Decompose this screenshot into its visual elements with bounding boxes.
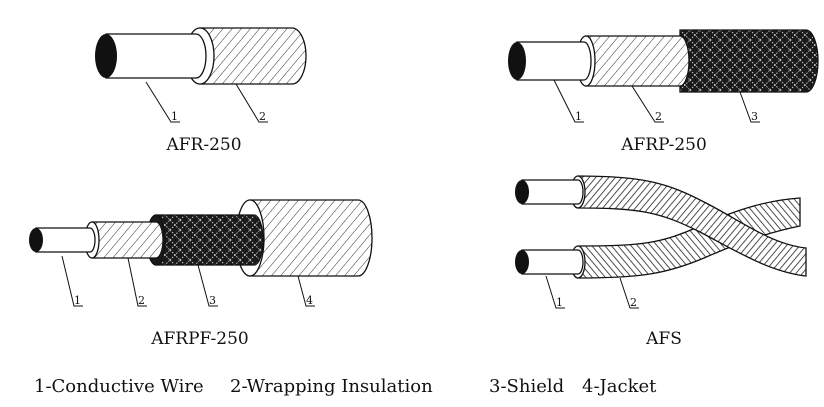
conductive-wire (105, 33, 207, 79)
caption-afrpf-250: AFRPF-250 (150, 329, 249, 349)
cable-afrp-250: 1 2 3 AFRP-250 (508, 29, 819, 155)
legend-item-2: 2-Wrapping Insulation (230, 376, 433, 397)
conductive-wire-upper (521, 179, 584, 205)
leader-lines (553, 79, 760, 123)
insulation-layer (199, 27, 307, 85)
part-label: 1 (74, 294, 81, 307)
cable-afr-250: 1 2 AFR-250 (95, 27, 307, 155)
insulation-strand-upper (577, 175, 807, 277)
insulation-layer (585, 35, 690, 87)
part-label: 2 (259, 110, 266, 123)
leader-lines (545, 275, 639, 309)
leader-lines (145, 81, 268, 123)
part-label: 4 (306, 294, 313, 307)
caption-afrp-250: AFRP-250 (620, 135, 707, 155)
insulation-layer (91, 221, 164, 259)
jacket-layer (249, 199, 373, 277)
caption-afs: AFS (645, 329, 682, 349)
conductive-wire (35, 227, 96, 253)
legend-item-3: 3-Shield (489, 376, 564, 397)
part-label: 2 (655, 110, 662, 123)
part-label: 2 (630, 296, 637, 309)
shield-layer (679, 29, 819, 93)
part-label: 1 (171, 110, 178, 123)
part-label: 1 (556, 296, 563, 309)
part-label: 1 (575, 110, 582, 123)
conductive-wire (516, 41, 592, 81)
conductive-wire-lower (521, 249, 584, 275)
leader-lines (61, 255, 315, 307)
part-label: 3 (751, 110, 758, 123)
part-label: 3 (209, 294, 216, 307)
part-label: 2 (138, 294, 145, 307)
legend-item-1: 1-Conductive Wire (34, 376, 204, 397)
cable-afs: 1 2 AFS (515, 175, 807, 349)
shield-layer (155, 214, 264, 266)
cable-afrpf-250: 1 2 3 4 AFRPF-250 (29, 199, 373, 349)
insulation-strand-lower (577, 197, 801, 279)
caption-afr-250: AFR-250 (165, 135, 241, 155)
legend: 1-Conductive Wire 2-Wrapping Insulation … (34, 376, 657, 397)
legend-item-4: 4-Jacket (582, 376, 657, 397)
